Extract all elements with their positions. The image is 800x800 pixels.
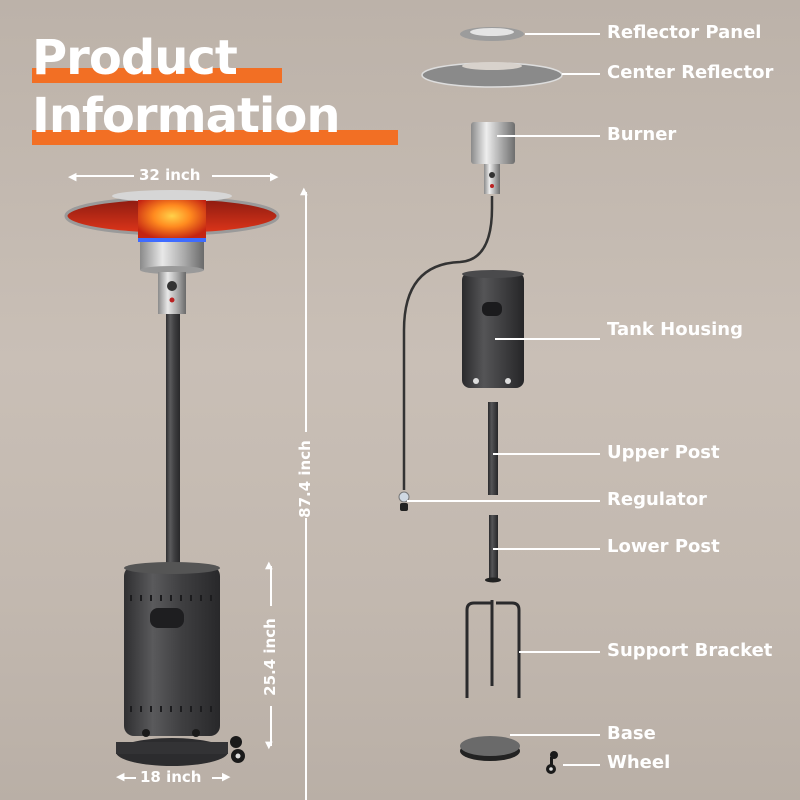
label-regulator: Regulator (607, 489, 707, 510)
exploded-parts-illustration (398, 27, 563, 774)
title-underline-2 (32, 130, 398, 145)
leader-center-reflector (562, 73, 600, 75)
leader-base (510, 734, 600, 736)
gas-hose (402, 196, 494, 490)
label-burner: Burner (607, 124, 677, 145)
burner-body (140, 242, 204, 270)
tank-housing-part (462, 270, 524, 388)
leader-upper-post (493, 453, 600, 455)
support-bracket-part (465, 600, 521, 698)
regulator-part (398, 491, 410, 511)
label-lower-post: Lower Post (607, 536, 720, 557)
wheel (230, 736, 245, 763)
leader-burner (497, 135, 600, 137)
tank-housing (124, 562, 220, 737)
lower-post-part (485, 515, 501, 583)
reflector-panel-part (460, 27, 524, 41)
label-base: Base (607, 723, 656, 744)
pole (166, 314, 180, 568)
leader-tank-housing (495, 338, 600, 340)
center-reflector-part (421, 62, 563, 88)
burner-part (471, 122, 515, 194)
title-line-1: Product (32, 30, 238, 86)
base-part (460, 736, 520, 761)
wheel-part (546, 751, 558, 774)
label-support-bracket: Support Bracket (607, 640, 773, 661)
label-tank-housing: Tank Housing (607, 319, 743, 340)
label-reflector-panel: Reflector Panel (607, 22, 762, 43)
flame-glow (138, 200, 206, 242)
control-box (158, 272, 186, 314)
leader-wheel (563, 764, 600, 766)
leader-support-bracket (519, 651, 600, 653)
leader-regulator (407, 500, 600, 502)
label-wheel: Wheel (607, 752, 671, 773)
assembled-heater-illustration (64, 190, 280, 766)
upper-post-part (488, 402, 498, 495)
label-center-reflector: Center Reflector (607, 62, 774, 83)
leader-reflector-panel (525, 33, 600, 35)
title-underline-1 (32, 68, 282, 83)
label-upper-post: Upper Post (607, 442, 720, 463)
leader-lower-post (493, 548, 600, 550)
title-line-2: Information (32, 88, 341, 144)
